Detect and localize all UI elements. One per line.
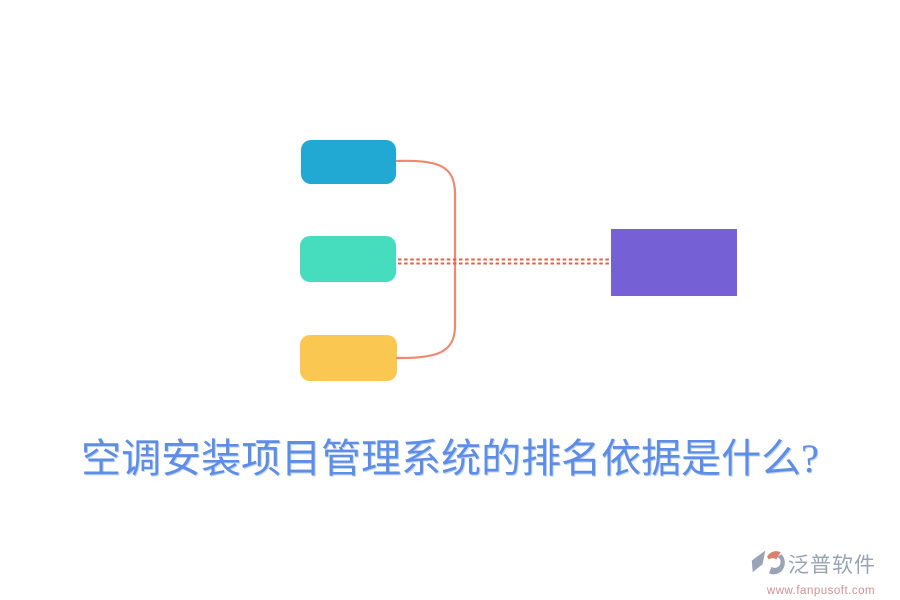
node-middle-teal [300,236,396,282]
fanpu-logo-icon [751,550,785,575]
logo-gray-hook [768,554,785,575]
node-result-purple [611,229,737,296]
bracket-connector [395,159,457,360]
watermark: 泛普软件 www.fanpusoft.com [750,546,892,597]
node-bottom-yellow [300,335,397,381]
node-top-blue [301,140,396,184]
page-title: 空调安装项目管理系统的排名依据是什么? [81,436,819,481]
watermark-url-text: www.fanpusoft.com [766,585,876,597]
watermark-brand-text: 泛普软件 [788,552,876,577]
logo-orange-wedge [767,551,781,560]
logo-kite-shape [751,550,766,573]
